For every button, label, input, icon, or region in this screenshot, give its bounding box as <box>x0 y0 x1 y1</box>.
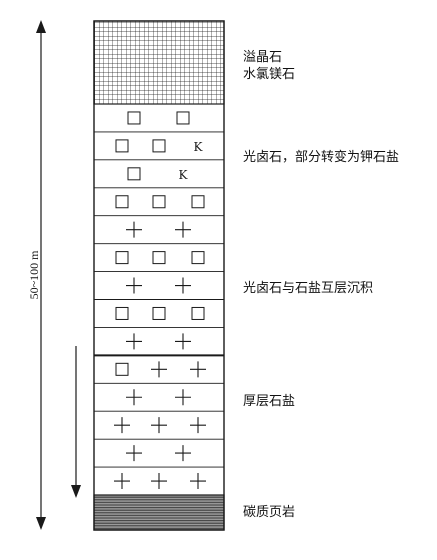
halite-plus-symbol <box>114 473 130 490</box>
halite-plus-symbol <box>126 277 142 294</box>
halite-plus-symbol <box>151 361 167 378</box>
carnallite-square-symbol <box>152 139 166 153</box>
carnallite-square-symbol <box>115 306 129 320</box>
halite-plus-symbol <box>126 445 142 462</box>
halite-plus-symbol <box>175 333 191 350</box>
label-halite-zone: 厚层石盐 <box>243 394 296 409</box>
halite-plus-symbol <box>175 389 191 406</box>
column-outline <box>93 20 225 531</box>
carnallite-square-symbol <box>176 111 190 125</box>
halite-plus-symbol <box>175 277 191 294</box>
halite-plus-symbol <box>175 445 191 462</box>
potassium-k-symbol: K <box>179 168 189 182</box>
layer-rows: KK <box>94 111 224 490</box>
carnallite-square-symbol <box>191 251 205 265</box>
carbonaceous-shale-layer <box>93 494 225 531</box>
label-top-2: 水氯镁石 <box>243 67 296 82</box>
halite-plus-symbol <box>190 361 206 378</box>
carnallite-square-symbol <box>191 306 205 320</box>
halite-plus-symbol <box>190 417 206 434</box>
halite-plus-symbol <box>126 333 142 350</box>
carnallite-square-symbol <box>115 195 129 209</box>
label-shale-zone: 碳质页岩 <box>243 505 296 520</box>
label-interbedded-zone: 光卤石与石盐互层沉积 <box>243 281 374 296</box>
halite-plus-symbol <box>190 473 206 490</box>
label-top-1: 溢晶石 <box>243 50 283 65</box>
carnallite-square-symbol <box>152 195 166 209</box>
depth-label: 50~100 m <box>27 250 41 300</box>
trend-arrow <box>71 346 81 498</box>
halite-plus-symbol <box>126 221 142 238</box>
carnallite-square-symbol <box>152 306 166 320</box>
carnallite-square-symbol <box>127 111 141 125</box>
potassium-k-symbol: K <box>194 140 204 154</box>
carnallite-square-symbol <box>191 195 205 209</box>
halite-plus-symbol <box>114 417 130 434</box>
carnallite-square-symbol <box>115 251 129 265</box>
halite-plus-symbol <box>126 389 142 406</box>
evaporite-grid-layer <box>93 20 225 105</box>
carnallite-square-symbol <box>115 362 129 376</box>
halite-plus-symbol <box>151 417 167 434</box>
carnallite-square-symbol <box>127 167 141 181</box>
halite-plus-symbol <box>151 473 167 490</box>
depth-arrow <box>36 20 46 530</box>
carnallite-square-symbol <box>115 139 129 153</box>
carnallite-square-symbol <box>152 251 166 265</box>
halite-plus-symbol <box>175 221 191 238</box>
label-carnallite-zone: 光卤石，部分转变为钾石盐 <box>243 150 400 165</box>
